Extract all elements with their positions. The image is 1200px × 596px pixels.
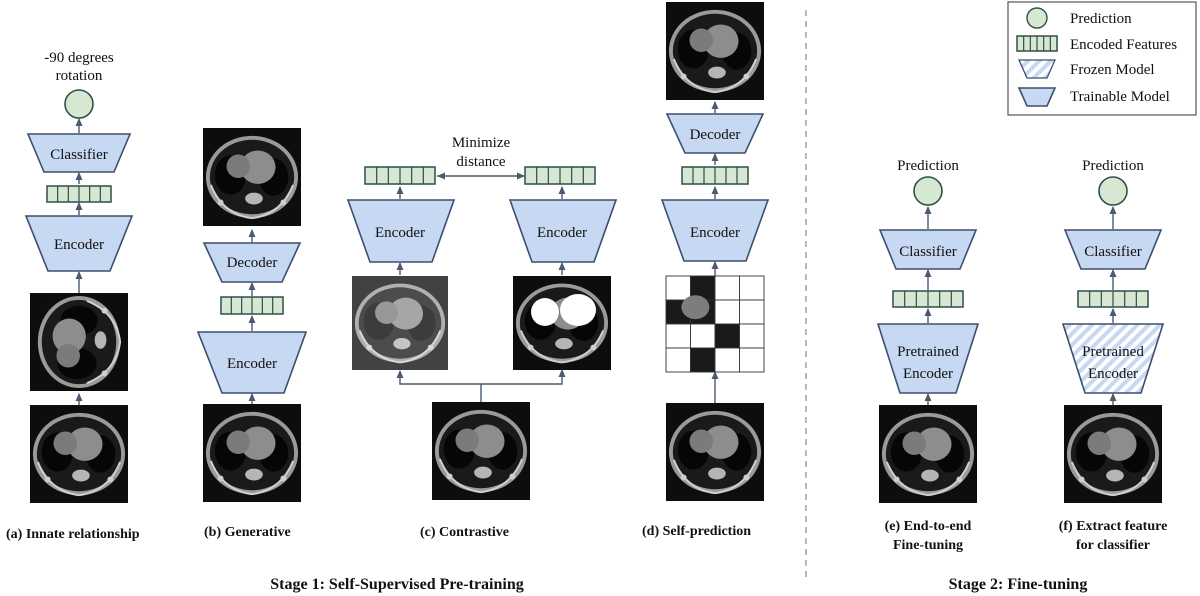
ct-augmented-image-left [351,275,449,371]
encoder-label: Encoder [54,237,104,253]
output-text-line1: -90 degrees [44,50,114,66]
encoder-label-line2: Encoder [1088,366,1138,382]
ct-input-image [1063,404,1163,504]
encoder-label-line1: Pretrained [1082,344,1144,360]
ct-input-image [431,401,531,501]
panel-extract-feature: Pretrained Encoder Classifier Prediction… [1059,158,1168,553]
output-text-line2: rotation [56,68,103,84]
pretrained-encoder-trapezoid [876,323,980,394]
ct-rotated-image [29,292,129,392]
ct-reconstructed-image [202,127,302,227]
distance-label-line1: Minimize [452,135,511,151]
visible-anatomy [681,295,710,320]
encoder-label: Encoder [690,225,740,241]
masked-patch [714,299,740,325]
masked-patch [665,347,691,373]
panel-generative: Encoder Decoder (b) Generative [196,127,308,540]
caption-f-line2: for classifier [1076,538,1150,553]
masked-patch [739,323,765,349]
encoder-label: Encoder [227,356,277,372]
masked-patch [665,275,691,301]
encoded-features-bar [892,290,964,308]
ct-predicted-image [665,1,765,101]
caption-b: (b) Generative [204,525,291,540]
legend-frozen-model-icon [1017,59,1057,79]
classifier-label: Classifier [899,244,957,260]
classifier-trapezoid [878,229,978,270]
decoder-trapezoid [665,113,765,154]
encoder-trapezoid [660,199,770,262]
caption-a: (a) Innate relationship [6,527,140,542]
masked-patch [739,347,765,373]
classifier-trapezoid [1063,229,1163,270]
encoded-features-bar [1077,290,1149,308]
masked-patch-grid [665,275,765,373]
legend-prediction-icon [1026,7,1048,29]
panel-innate-relationship: Encoder Classifier -90 degrees rotation … [6,50,140,542]
encoded-features-bar [220,296,284,315]
panel-end-to-end-fine-tuning: Pretrained Encoder Classifier Prediction… [876,158,980,553]
caption-d: (d) Self-prediction [642,524,751,539]
classifier-label: Classifier [1084,244,1142,260]
visible-patch [690,347,716,373]
masked-patch [714,347,740,373]
legend-trainable-model-label: Trainable Model [1070,89,1170,105]
stage2-title: Stage 2: Fine-tuning [949,576,1088,593]
panel-contrastive: Encoder Encoder Minimize distance (c) Co… [346,135,618,540]
classifier-label: Classifier [50,147,108,163]
encoder-label-line2: Encoder [903,366,953,382]
ct-input-image [878,404,978,504]
prediction-label: Prediction [1082,158,1144,174]
encoded-features-bar [46,185,112,203]
frozen-encoder-trapezoid [1061,323,1165,394]
caption-e-line2: Fine-tuning [893,538,963,553]
prediction-circle [913,176,943,206]
legend-encoded-features-icon [1016,35,1058,52]
masked-patch [739,299,765,325]
distance-label-line2: distance [456,154,505,170]
ct-input-image [29,404,129,504]
prediction-label: Prediction [897,158,959,174]
prediction-circle [64,89,94,119]
ct-augmented-image-right [512,275,612,371]
encoded-features-bar [681,166,749,185]
masked-patch [690,323,716,349]
panel-self-prediction: Encoder Decoder (d) Self-prediction [642,1,770,539]
caption-f-line1: (f) Extract feature [1059,519,1168,534]
ct-input-image [665,402,765,502]
stage1-title: Stage 1: Self-Supervised Pre-training [270,576,523,593]
decoder-label: Decoder [227,255,278,271]
encoder-label-right: Encoder [537,225,587,241]
caption-e-line1: (e) End-to-end [885,519,972,534]
visible-patch [714,323,740,349]
encoder-label-left: Encoder [375,225,425,241]
encoder-trapezoid-right [508,199,618,263]
masked-patch [665,323,691,349]
legend-trainable-model-icon [1017,87,1057,107]
masked-patch [714,275,740,301]
legend-encoded-features-label: Encoded Features [1070,37,1177,53]
prediction-circle [1098,176,1128,206]
encoder-trapezoid [196,331,308,394]
decoder-trapezoid [202,242,302,283]
encoder-trapezoid-left [346,199,456,263]
legend-frozen-model-label: Frozen Model [1070,62,1155,78]
legend-prediction-label: Prediction [1070,11,1132,27]
classifier-trapezoid [26,133,132,173]
caption-c: (c) Contrastive [420,525,509,540]
masked-patch [739,275,765,301]
ct-input-image [202,403,302,503]
encoder-label-line1: Pretrained [897,344,959,360]
encoded-features-bar-right [524,166,596,185]
encoder-trapezoid [24,215,134,272]
encoded-features-bar-left [364,166,436,185]
decoder-label: Decoder [690,127,741,143]
legend: Prediction Encoded Features Frozen Model… [1007,1,1197,116]
